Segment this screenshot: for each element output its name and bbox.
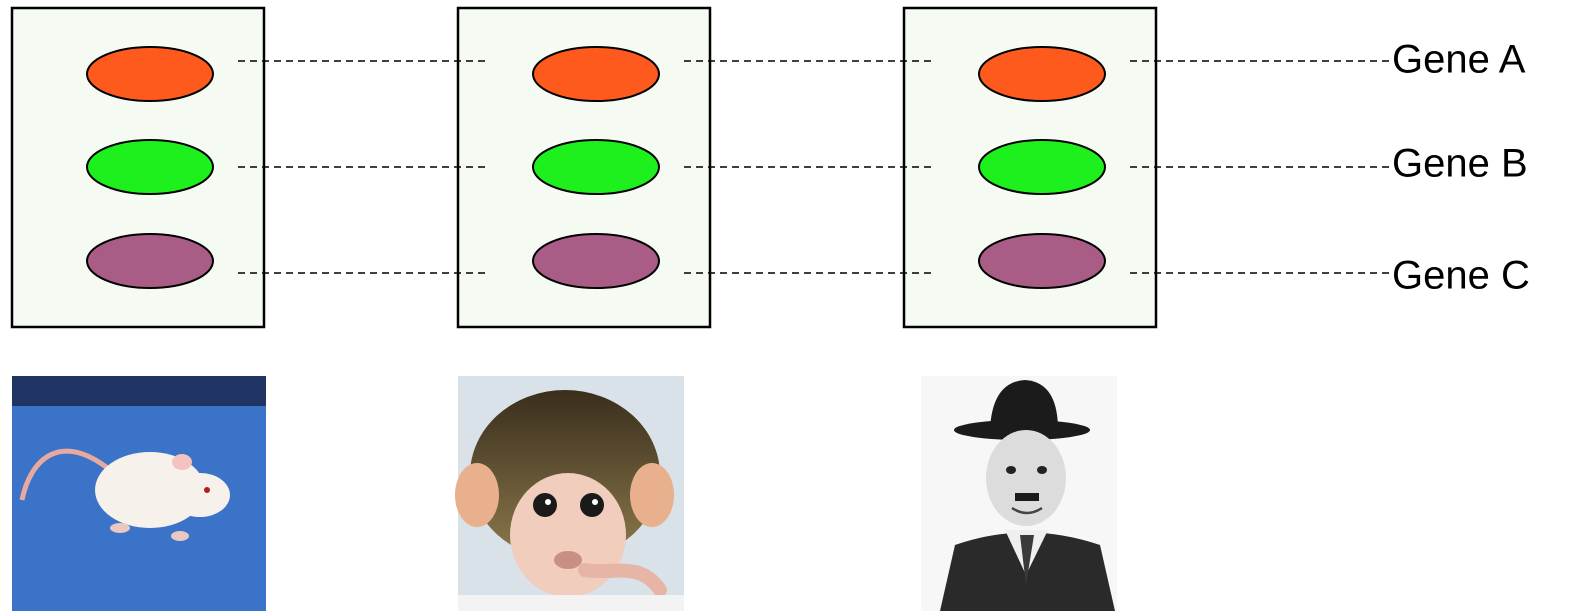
connector-lines xyxy=(238,60,1390,274)
gene-c-marker xyxy=(86,233,214,289)
genome-panel-3 xyxy=(902,6,1158,329)
genome-panel-2 xyxy=(456,6,712,329)
gene-c-marker xyxy=(978,233,1106,289)
gene-a-marker xyxy=(86,46,214,102)
genome-panel-1 xyxy=(10,6,266,329)
mouse-photo xyxy=(12,376,266,611)
gene-b-marker xyxy=(532,139,660,195)
gene-c-marker xyxy=(532,233,660,289)
human-photo xyxy=(921,376,1117,611)
gene-c-label: Gene C xyxy=(1392,254,1530,298)
gene-a-marker xyxy=(978,46,1106,102)
monkey-photo xyxy=(455,376,684,611)
gene-a-label: Gene A xyxy=(1392,38,1526,82)
gene-a-marker xyxy=(532,46,660,102)
gene-b-marker xyxy=(86,139,214,195)
gene-b-label: Gene B xyxy=(1392,142,1528,186)
gene-b-marker xyxy=(978,139,1106,195)
